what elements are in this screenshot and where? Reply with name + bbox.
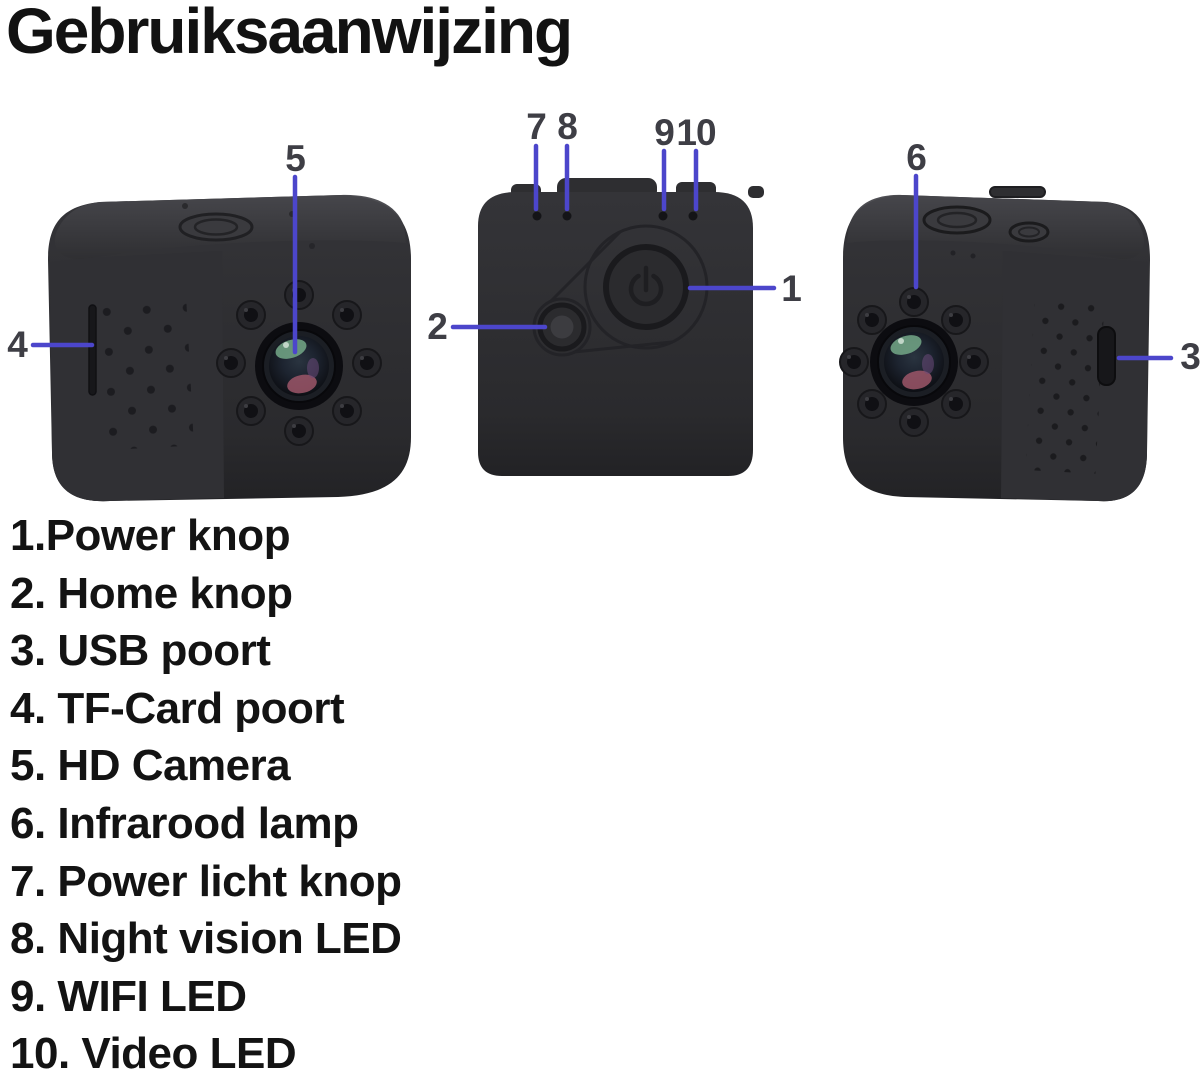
callout-number-9: 9 [654,112,675,153]
camera-view-back [478,178,764,476]
usb-port [1097,326,1116,386]
callout-number-4: 4 [7,324,28,365]
top-mode-button [1008,221,1050,243]
callout-lines [30,143,1174,361]
parts-list-item-10: 10. Video LED [10,1029,297,1079]
tf-card-slot [88,304,97,396]
status-led-holes [532,211,698,221]
camera-view-front-right [839,186,1150,502]
parts-list: 1.Power knop 2. Home knop 3. USB poort 4… [10,507,402,1083]
page-title: Gebruiksaanwijzing [6,0,573,67]
camera-view-front-left [48,194,411,502]
hd-camera-lens [869,317,959,407]
callout-number-3: 3 [1180,336,1200,377]
parts-list-item-9: 9. WIFI LED [10,971,247,1021]
parts-list-item-7: 7. Power licht knop [10,856,402,906]
top-power-button [922,205,992,235]
callout-number-5: 5 [285,138,306,179]
hd-camera-lens [254,321,344,411]
camera-body [478,192,753,476]
callout-number-10: 10 [676,112,716,153]
parts-list-item-2: 2. Home knop [10,568,293,618]
parts-list-item-1: 1.Power knop [10,511,291,560]
callout-number-1: 1 [781,268,802,309]
parts-list-item-3: 3. USB poort [10,626,271,676]
camera-top-face [847,194,1144,260]
parts-list-item-8: 8. Night vision LED [10,914,402,964]
callout-number-8: 8 [557,106,578,147]
power-icon [628,265,664,307]
speaker-holes [1025,298,1105,474]
top-power-button [178,212,254,242]
callout-number-6: 6 [906,137,927,178]
parts-list-item-4: 4. TF-Card poort [10,683,345,733]
parts-list-item-5: 5. HD Camera [10,741,291,791]
speaker-holes [96,293,194,451]
parts-list-item-6: 6. Infrarood lamp [10,798,359,848]
callout-number-2: 2 [427,306,448,347]
callout-number-7: 7 [526,106,547,147]
